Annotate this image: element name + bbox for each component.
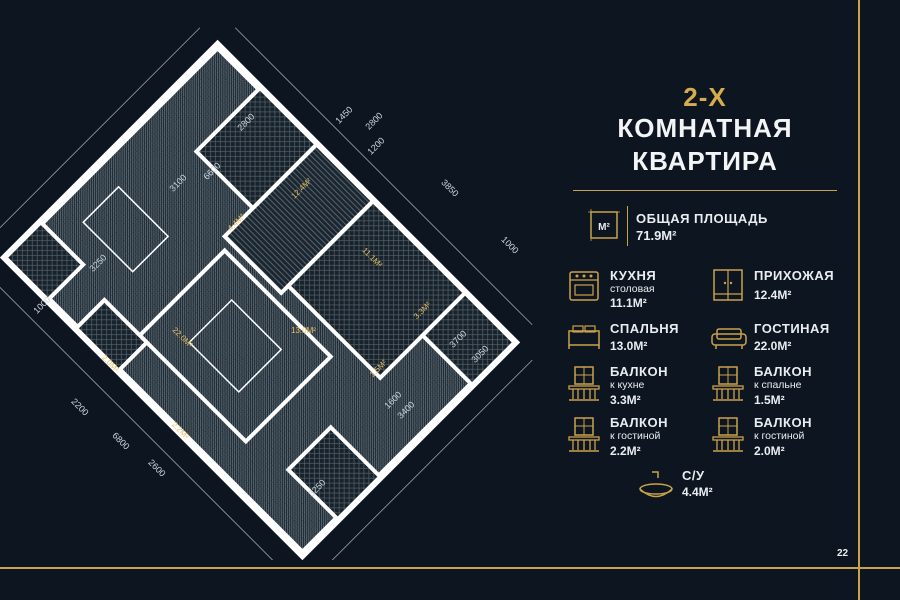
floor-plan: 2800 1450 2800 1200 6600 3100 3850 1000 … (0, 27, 533, 560)
room-area: 3.3М² (610, 393, 641, 407)
room-area: 11.1М² (610, 296, 647, 310)
title-rooms-count: 2-Х (683, 82, 727, 112)
room-item-balcony-kitchen: БАЛКОН к кухне 3.3М² (566, 364, 706, 414)
room-sub: к гостиной (754, 430, 805, 442)
title-divider (573, 190, 837, 191)
room-sub: к гостиной (610, 430, 661, 442)
room-label: ГОСТИНАЯ (754, 321, 830, 336)
floor-plan-drawing (0, 27, 533, 560)
room-area: 2.2М² (610, 444, 641, 458)
room-label: КУХНЯ (610, 268, 657, 283)
room-sub: к кухне (610, 379, 645, 391)
room-sub: к спальне (754, 379, 802, 391)
room-item-living: ГОСТИНАЯ 22.0М² (710, 321, 850, 361)
room-label: БАЛКОН (610, 364, 668, 379)
room-area: 12.4М² (754, 288, 792, 302)
area-separator (627, 206, 628, 246)
room-label: БАЛКОН (610, 415, 668, 430)
stove-icon (569, 271, 599, 301)
balcony-icon (712, 417, 744, 452)
sofa-icon (711, 328, 747, 349)
balcony-icon (568, 366, 600, 401)
room-item-bedroom: СПАЛЬНЯ 13.0М² (566, 321, 706, 361)
room-label-bedroom: 13.0М² (291, 326, 316, 335)
room-area: 1.5М² (754, 393, 785, 407)
room-item-balcony-bedroom: БАЛКОН к спальне 1.5М² (710, 364, 850, 414)
room-label: СПАЛЬНЯ (610, 321, 679, 336)
sink-icon (639, 471, 673, 498)
gold-frame-horizontal (0, 567, 900, 569)
gold-frame-vertical (858, 0, 860, 600)
balcony-icon (568, 417, 600, 452)
room-area: 2.0М² (754, 444, 785, 458)
room-label: ПРИХОЖАЯ (754, 268, 835, 283)
page-number: 22 (837, 548, 849, 559)
area-icon-text: М² (598, 222, 610, 233)
wardrobe-icon (713, 269, 743, 301)
room-label: С/У (682, 468, 705, 483)
area-icon: М² (588, 209, 620, 241)
bed-icon (568, 325, 600, 349)
room-label: БАЛКОН (754, 364, 812, 379)
balcony-icon (712, 366, 744, 401)
total-area-value: 71.9М² (636, 228, 677, 243)
room-item-balcony-living-1: БАЛКОН к гостиной 2.2М² (566, 415, 706, 465)
room-sub: столовая (610, 283, 655, 295)
total-area-label: ОБЩАЯ ПЛОЩАДЬ (636, 211, 768, 226)
room-item-bathroom: С/У 4.4М² (636, 468, 776, 508)
room-item-hallway: ПРИХОЖАЯ 12.4М² (710, 268, 850, 316)
room-area: 13.0М² (610, 339, 648, 353)
room-item-kitchen: КУХНЯ столовая 11.1М² (566, 268, 706, 316)
room-area: 4.4М² (682, 485, 713, 499)
room-item-balcony-living-2: БАЛКОН к гостиной 2.0М² (710, 415, 850, 465)
room-label: БАЛКОН (754, 415, 812, 430)
room-area: 22.0М² (754, 339, 792, 353)
title-line-2: КОМНАТНАЯ (617, 113, 793, 143)
title-line-3: КВАРТИРА (632, 146, 778, 176)
